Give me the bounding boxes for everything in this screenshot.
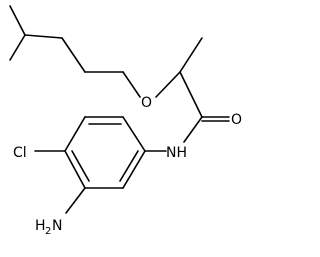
- oxygen-ether-label: O: [141, 95, 152, 111]
- amine-n-label: N: [52, 218, 62, 234]
- amine-h-count-label: 2: [45, 226, 51, 237]
- amine-h-label: H: [35, 218, 46, 234]
- bond: [9, 5, 26, 36]
- bond: [71, 150, 90, 182]
- bond: [119, 150, 139, 182]
- bond: [9, 34, 26, 61]
- bond: [179, 37, 203, 73]
- molecule-structure: O O NH Cl H 2 N: [9, 5, 242, 237]
- bond: [122, 71, 141, 98]
- bond: [65, 187, 86, 214]
- chlorine-label: Cl: [13, 145, 27, 161]
- bond: [122, 116, 146, 152]
- bond: [64, 116, 86, 152]
- bond: [122, 150, 146, 189]
- bond: [179, 71, 203, 118]
- oxygen-carbonyl-label: O: [231, 112, 242, 128]
- structure-canvas: O O NH Cl H 2 N: [9, 5, 242, 237]
- bond: [155, 71, 181, 98]
- bond: [24, 34, 63, 39]
- amide-nitrogen-label: NH: [166, 145, 187, 161]
- bond: [183, 116, 203, 143]
- bond: [61, 37, 86, 73]
- bond: [64, 150, 86, 189]
